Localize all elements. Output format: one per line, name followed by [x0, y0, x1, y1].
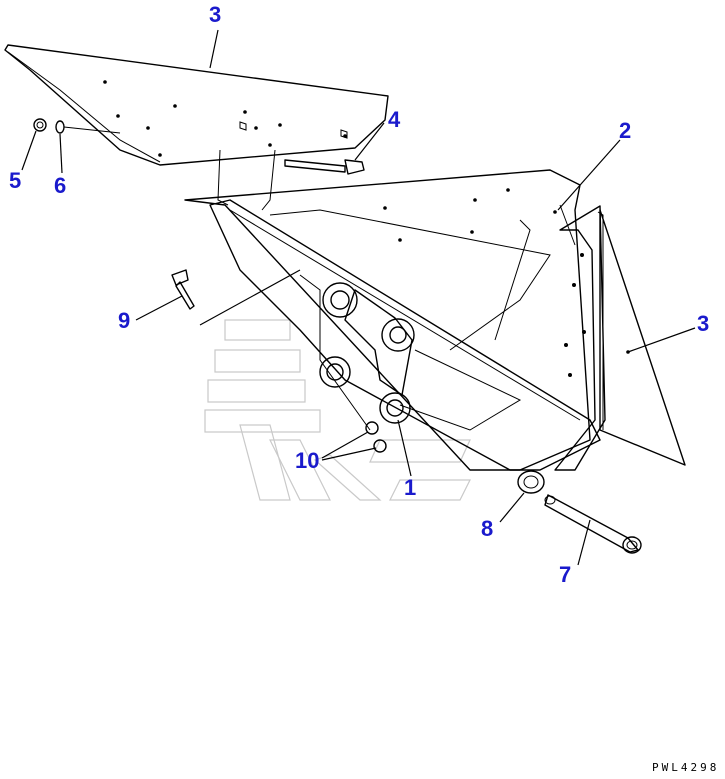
callout-5: 5: [9, 168, 21, 193]
watermark-logo: [204, 319, 471, 501]
bushing-8: [517, 470, 545, 494]
callout-3-right: 3: [697, 311, 709, 336]
leader-lines: [21, 29, 696, 566]
nut-5: [33, 118, 47, 132]
right-plate: [597, 209, 686, 466]
drawing-code: PWL4298: [652, 761, 719, 774]
callout-3-top: 3: [209, 2, 221, 27]
callout-9: 9: [118, 308, 130, 333]
callout-1: 1: [404, 475, 416, 500]
nuts-10: [365, 421, 387, 453]
washer-6: [55, 120, 121, 134]
boom-arm: [209, 199, 601, 471]
callout-10: 10: [295, 448, 319, 473]
upper-plate: [4, 44, 389, 211]
callout-2: 2: [619, 118, 631, 143]
callout-labels: 3 4 5 6 2 3 9 10 1 8 7: [9, 2, 709, 587]
pin-7: [544, 494, 642, 554]
bolt-9: [171, 269, 195, 310]
side-bracket: [554, 205, 606, 471]
bolt-4: [284, 159, 365, 175]
callout-6: 6: [54, 173, 66, 198]
callout-8: 8: [481, 516, 493, 541]
callout-4: 4: [388, 107, 401, 132]
callout-7: 7: [559, 562, 571, 587]
